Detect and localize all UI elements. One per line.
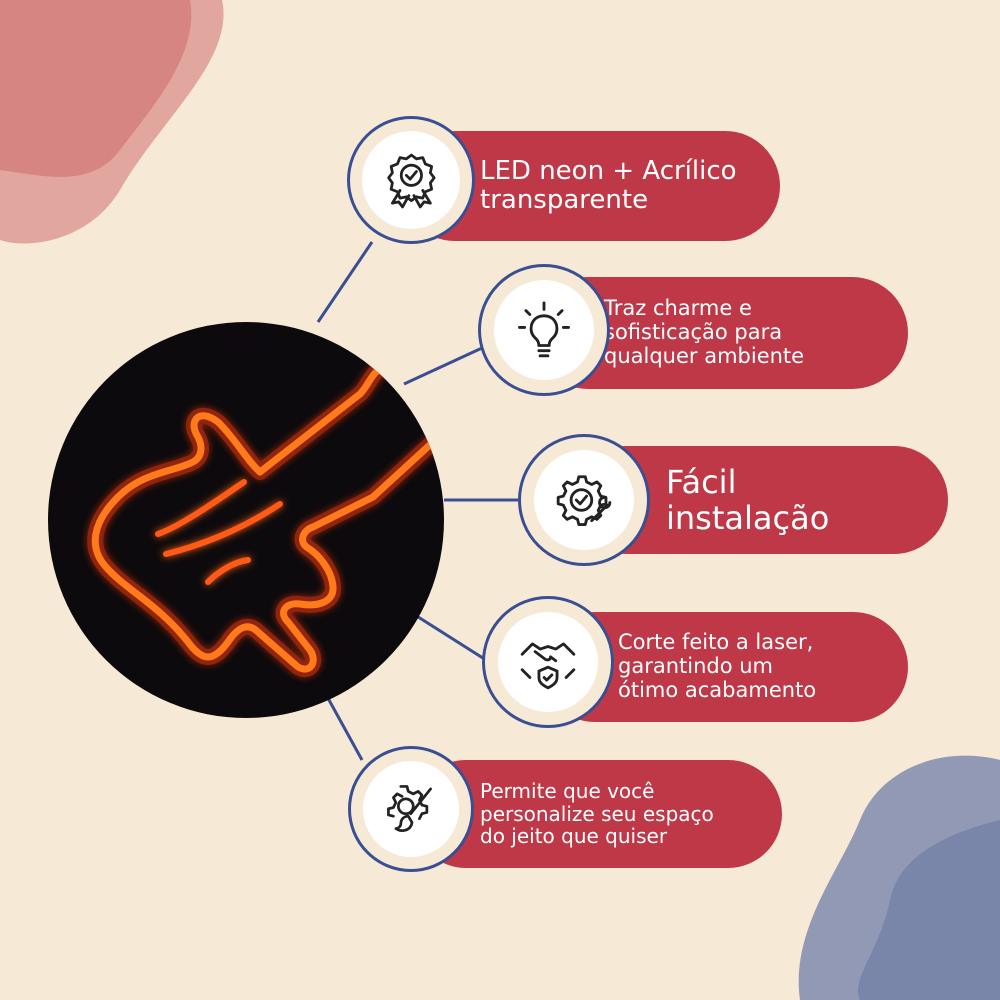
feature-text: Traz charme e sofisticação para qualquer… — [604, 296, 805, 368]
gear-wrench-icon — [556, 475, 612, 526]
top-left-blob — [0, 0, 224, 244]
feature-icon-ring — [518, 434, 650, 566]
feature-text: LED neon + Acrílico transparente — [480, 155, 737, 215]
feature-icon-ring — [478, 264, 610, 396]
guitar-icon — [87, 359, 444, 677]
feature-icon-ring — [348, 746, 474, 872]
bottom-right-blob-inner — [857, 820, 1000, 1000]
top-left-blob-inner — [0, 0, 192, 177]
feature-icon-ring — [482, 596, 614, 728]
handshake-shield-icon — [520, 642, 576, 690]
gear-brush-icon — [387, 785, 433, 833]
lightbulb-icon — [518, 301, 570, 358]
feature-text: Permite que você personalize seu espaço … — [480, 779, 714, 849]
badge-check-icon — [386, 153, 436, 208]
neon-guitar-image — [48, 322, 444, 718]
feature-text: Corte feito a laser, garantindo um ótimo… — [618, 630, 817, 702]
feature-icon-ring — [347, 116, 475, 244]
feature-text: Fácil instalação — [666, 462, 830, 537]
bottom-right-blob — [798, 755, 1000, 1000]
feature-pill: LED neon + Acrílico transparente — [400, 131, 780, 241]
